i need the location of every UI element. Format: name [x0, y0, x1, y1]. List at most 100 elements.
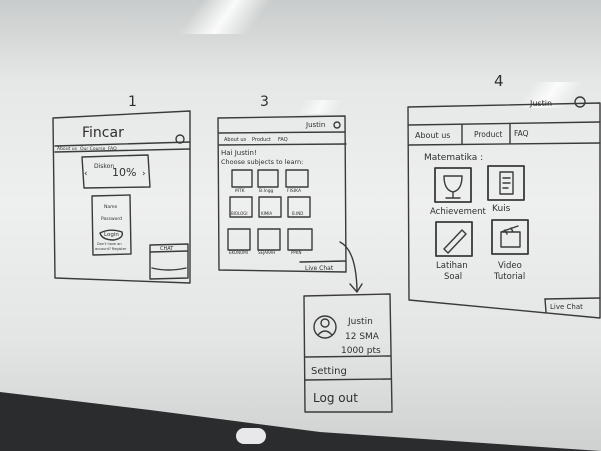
profile-popup-divider-2: [304, 378, 392, 381]
subject-label: B.Ingg: [259, 188, 274, 194]
sketch3-nav-product: Product: [252, 137, 271, 143]
subject-label: SEJARAH: [258, 250, 275, 255]
sketch1-field-password: Password: [101, 216, 122, 222]
profile-popup-divider: [304, 355, 391, 358]
sketch4-nav-about: About us: [415, 131, 450, 140]
sketch3-live-chat: Live Chat: [305, 265, 334, 272]
sketch1-nav-about: About us: [57, 146, 78, 152]
subject-tile: [287, 196, 311, 218]
tile-label-video: Video: [498, 261, 522, 271]
sketch4-nav-line-2: [408, 142, 601, 146]
sketch1-banner: [81, 154, 151, 189]
subject-tile: [229, 196, 253, 218]
sketch3-frame: [217, 115, 347, 273]
sketch4-live-chat: Live Chat: [550, 303, 583, 311]
subject-label: MTK: [235, 188, 246, 194]
step-number-3: 3: [260, 94, 269, 110]
sketch3-profile-icon: [333, 121, 341, 129]
profile-avatar-body: [317, 330, 333, 336]
subject-label: B.IND: [292, 211, 303, 216]
subject-label: KIMIA: [261, 211, 272, 216]
sketch1-nav-line: [54, 141, 191, 147]
sketch3-nav-line: [218, 131, 346, 134]
sketch1-field-name: Name: [104, 204, 118, 210]
sketch4-nav-product: Product: [474, 130, 503, 139]
sketch4-subject-heading: Matematika :: [424, 153, 483, 163]
sketch4-live-chat-line: [544, 297, 601, 300]
subject-tile: [257, 228, 281, 251]
clapperboard-tile: [491, 219, 529, 255]
sketch3-prompt: Choose subjects to learn:: [221, 158, 303, 166]
sketch1-profile-icon: [175, 134, 185, 144]
subject-tile: [257, 169, 279, 188]
subject-tile: [258, 196, 282, 218]
tile-label-soal: Soal: [444, 272, 462, 282]
subject-tile: [227, 228, 251, 251]
profile-avatar-head: [320, 318, 330, 328]
sketch3-username: Justin: [305, 121, 325, 129]
profile-logout: Log out: [313, 391, 358, 405]
sketch1-arrow-left: ‹: [84, 169, 88, 179]
document-tile: [487, 165, 525, 201]
sketch4-nav-faq: FAQ: [514, 129, 529, 138]
sketch1-logo: Fincar: [82, 125, 124, 141]
sketch1-banner-percent: 10%: [112, 166, 136, 179]
sketch4-nav-line: [408, 121, 601, 126]
pencil-icon: [443, 229, 467, 254]
tile-label-kuis: Kuis: [492, 204, 511, 214]
subject-label: BIOLOGI: [231, 211, 248, 216]
subject-label: PPKN: [291, 250, 301, 255]
subject-label: EKONOMI: [229, 250, 248, 255]
eraser-object: [236, 428, 266, 444]
clapperboard-icon: [500, 225, 521, 248]
tile-label-tutorial: Tutorial: [493, 272, 525, 282]
sketch1-chat-header: [149, 250, 189, 253]
trophy-tile: [434, 167, 472, 203]
sketch3-nav-faq: FAQ: [278, 137, 288, 143]
step-number-1: 1: [128, 94, 137, 110]
subject-tile: [287, 228, 313, 251]
sketch4-live-chat-line-v: [544, 298, 547, 313]
sketch3-greeting: Hai Justin!: [221, 149, 257, 157]
pencil-tile: [435, 221, 473, 257]
sketch4-username: Justin: [529, 99, 552, 108]
profile-popup-frame: [303, 293, 393, 413]
sketch1-banner-diskon: Diskon: [94, 163, 114, 170]
step-number-4: 4: [494, 72, 504, 90]
trophy-icon: [443, 175, 463, 199]
profile-name: Justin: [347, 317, 373, 327]
document-icon: [499, 171, 514, 195]
tile-label-achievement: Achievement: [430, 207, 486, 217]
sketch3-live-chat-box: [299, 260, 347, 263]
sketch4-frame: [407, 102, 601, 319]
profile-grade: 12 SMA: [345, 332, 380, 342]
sketch1-form-note-2: account? Register: [95, 247, 127, 251]
sketch1-nav-line-2: [54, 148, 191, 153]
sketch1-form-note-1: Don't have an: [97, 242, 122, 246]
flow-arrow-head: [349, 283, 363, 293]
sketch3-nav-line-2: [218, 143, 347, 146]
sketch1-login-button: Login: [104, 232, 119, 238]
sketch1-frame: [52, 110, 191, 284]
sketch1-chat-label: CHAT: [160, 246, 174, 252]
sketch1-nav-course: Our Course: [80, 146, 106, 152]
profile-setting: Setting: [311, 366, 347, 377]
sketch1-form-box: [91, 194, 132, 256]
sketch4-profile-icon: [574, 96, 586, 108]
subject-tile: [285, 169, 309, 188]
subject-label: FISIKA: [287, 188, 302, 194]
sketch1-nav-faq: FAQ: [108, 146, 117, 152]
sketch1-chat-input: [151, 267, 187, 271]
sketch1-arrow-right: ›: [142, 169, 146, 179]
flow-arrow: [339, 241, 358, 291]
subject-tile-grid: [227, 169, 313, 251]
tile-label-latihan: Latihan: [436, 261, 468, 271]
subject-tile: [231, 169, 253, 188]
sketch1-login-pill: [99, 229, 124, 241]
profile-avatar-icon: [313, 315, 337, 339]
sketch1-chat-box: [149, 243, 189, 280]
profile-points: 1000 pts: [341, 346, 381, 356]
sketch3-nav-about: About us: [224, 137, 247, 143]
